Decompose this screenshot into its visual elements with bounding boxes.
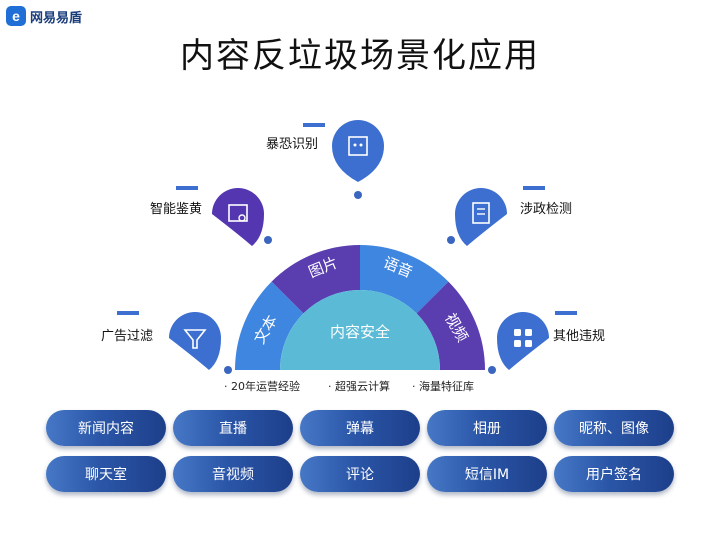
ring-segment-voice <box>360 244 449 314</box>
ring-segment-text <box>234 281 304 370</box>
category-politics: 涉政检测 <box>520 202 573 217</box>
badge-other <box>497 312 549 370</box>
scene-album: 相册 <box>427 410 547 446</box>
page-title: 内容反垃圾场景化应用 <box>180 36 540 76</box>
connector-dot <box>264 236 272 244</box>
category-porn: 智能鉴黄 <box>150 202 203 217</box>
scene-news: 新闻内容 <box>46 410 166 446</box>
label-bar <box>523 186 545 190</box>
connector-dot <box>488 366 496 374</box>
ring-segment-image <box>271 245 360 314</box>
ring-segment-video <box>416 281 485 370</box>
scene-live: 直播 <box>173 410 293 446</box>
scene-comment: 评论 <box>300 456 420 492</box>
scene-chatroom: 聊天室 <box>46 456 166 492</box>
label-bar <box>117 311 139 315</box>
label-bar <box>176 186 198 190</box>
category-terror: 暴恐识别 <box>266 137 319 152</box>
scene-danmaku: 弹幕 <box>300 410 420 446</box>
connector-dot <box>447 236 455 244</box>
connector-dot <box>354 191 362 199</box>
scene-sms: 短信IM <box>427 456 547 492</box>
center-core <box>280 290 440 370</box>
badge-terror <box>332 120 384 182</box>
feature-cloud: · 超强云计算 <box>328 380 390 393</box>
scene-av: 音视频 <box>173 456 293 492</box>
center-label: 内容安全 <box>330 323 390 341</box>
brand-name: 网易易盾 <box>30 10 83 26</box>
scene-signature: 用户签名 <box>554 456 674 492</box>
badge-politics <box>455 188 507 246</box>
scene-nickname: 昵称、图像 <box>554 410 674 446</box>
feature-library: · 海量特征库 <box>412 380 474 393</box>
label-bar <box>555 311 577 315</box>
feature-experience: · 20年运营经验 <box>224 380 300 393</box>
label-bar <box>303 123 325 127</box>
connector-dot <box>224 366 232 374</box>
badge-porn <box>212 188 264 246</box>
category-ads: 广告过滤 <box>101 329 154 344</box>
category-other: 其他违规 <box>553 329 606 344</box>
brand-logo: e 网易易盾 <box>6 6 82 26</box>
badge-ads <box>169 312 221 370</box>
brand-logo-icon: e <box>6 6 26 26</box>
